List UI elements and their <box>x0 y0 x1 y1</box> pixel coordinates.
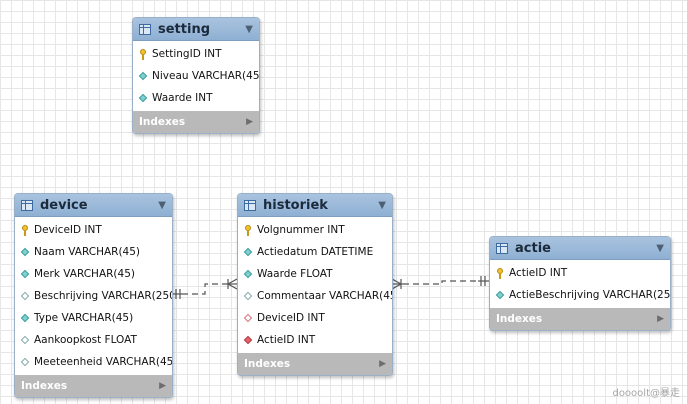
collapse-arrow-icon[interactable]: ▼ <box>158 199 166 211</box>
watermark: doooolt@暴走 <box>612 388 680 399</box>
nullable-column-icon <box>21 357 30 368</box>
indexes-label: Indexes <box>496 313 543 325</box>
column-label: Meeteenheid VARCHAR(45) <box>34 356 173 368</box>
nullable-column-icon <box>21 335 30 346</box>
column-label: Commentaar VARCHAR(45) <box>257 290 393 302</box>
collapse-arrow-icon[interactable]: ▼ <box>656 242 664 254</box>
indexes-bar[interactable]: Indexes ▶ <box>490 308 670 330</box>
table-icon <box>139 23 151 35</box>
column-label: Type VARCHAR(45) <box>34 312 134 324</box>
column-row[interactable]: ActieID INT <box>238 329 392 351</box>
column-icon <box>21 313 30 324</box>
column-row[interactable]: Merk VARCHAR(45) <box>15 263 172 285</box>
table-icon <box>21 199 33 211</box>
expand-arrow-icon[interactable]: ▶ <box>159 381 166 391</box>
relationship-actie-historiek[interactable] <box>391 276 489 290</box>
column-row[interactable]: DeviceID INT <box>15 219 172 241</box>
column-label: Merk VARCHAR(45) <box>34 268 135 280</box>
column-label: Aankoopkost FLOAT <box>34 334 137 346</box>
primary-key-icon <box>139 48 148 60</box>
column-label: Volgnummer INT <box>257 224 345 236</box>
table-title: device <box>40 197 88 213</box>
column-row[interactable]: Meeteenheid VARCHAR(45) <box>15 351 172 373</box>
table-device[interactable]: device ▼ DeviceID INT Naam VARCHAR(45) Mer… <box>14 193 173 398</box>
table-icon <box>244 199 256 211</box>
indexes-label: Indexes <box>244 358 291 370</box>
column-row[interactable]: Waarde FLOAT <box>238 263 392 285</box>
table-actie[interactable]: actie ▼ ActieID INT ActieBeschrijving VAR… <box>489 236 671 331</box>
column-label: Actiedatum DATETIME <box>257 246 374 258</box>
column-label: Niveau VARCHAR(45) <box>152 70 260 82</box>
column-icon <box>21 247 30 258</box>
column-label: ActieID INT <box>257 334 316 346</box>
column-label: Waarde FLOAT <box>257 268 333 280</box>
table-header[interactable]: device ▼ <box>15 194 172 217</box>
indexes-label: Indexes <box>139 116 186 128</box>
column-row[interactable]: Volgnummer INT <box>238 219 392 241</box>
column-label: Naam VARCHAR(45) <box>34 246 141 258</box>
column-row[interactable]: ActieBeschrijving VARCHAR(250) <box>490 284 670 306</box>
column-row[interactable]: Type VARCHAR(45) <box>15 307 172 329</box>
column-row[interactable]: Niveau VARCHAR(45) <box>133 65 259 87</box>
table-historiek[interactable]: historiek ▼ Volgnummer INT Actiedatum DAT… <box>237 193 393 376</box>
nullable-column-icon <box>244 291 253 302</box>
collapse-arrow-icon[interactable]: ▼ <box>378 199 386 211</box>
table-icon <box>496 242 508 254</box>
table-title: setting <box>158 21 210 37</box>
column-list: SettingID INT Niveau VARCHAR(45) Waarde IN… <box>133 41 259 111</box>
expand-arrow-icon[interactable]: ▶ <box>657 314 664 324</box>
indexes-bar[interactable]: Indexes ▶ <box>133 111 259 133</box>
column-icon <box>139 93 148 104</box>
column-row[interactable]: SettingID INT <box>133 43 259 65</box>
indexes-bar[interactable]: Indexes ▶ <box>15 375 172 397</box>
table-header[interactable]: historiek ▼ <box>238 194 392 217</box>
column-list: Volgnummer INT Actiedatum DATETIME Waarde … <box>238 217 392 353</box>
column-label: ActieID INT <box>509 267 568 279</box>
column-row[interactable]: DeviceID INT <box>238 307 392 329</box>
column-row[interactable]: ActieID INT <box>490 262 670 284</box>
column-icon <box>244 269 253 280</box>
column-icon <box>139 71 148 82</box>
column-row[interactable]: Aankoopkost FLOAT <box>15 329 172 351</box>
column-row[interactable]: Waarde INT <box>133 87 259 109</box>
relationship-device-historiek[interactable] <box>172 278 238 299</box>
primary-key-icon <box>496 267 505 279</box>
primary-key-icon <box>21 224 30 236</box>
collapse-arrow-icon[interactable]: ▼ <box>245 23 253 35</box>
column-label: Waarde INT <box>152 92 213 104</box>
table-title: actie <box>515 240 551 256</box>
column-label: ActieBeschrijving VARCHAR(250) <box>509 289 671 301</box>
column-label: DeviceID INT <box>34 224 102 236</box>
indexes-label: Indexes <box>21 380 68 392</box>
column-icon <box>244 247 253 258</box>
column-row[interactable]: Naam VARCHAR(45) <box>15 241 172 263</box>
table-header[interactable]: actie ▼ <box>490 237 670 260</box>
table-setting[interactable]: setting ▼ SettingID INT Niveau VARCHAR(45… <box>132 17 260 134</box>
foreign-key-nullable-icon <box>244 313 253 324</box>
column-icon <box>21 269 30 280</box>
column-row[interactable]: Actiedatum DATETIME <box>238 241 392 263</box>
column-list: ActieID INT ActieBeschrijving VARCHAR(250… <box>490 260 670 308</box>
column-label: SettingID INT <box>152 48 222 60</box>
expand-arrow-icon[interactable]: ▶ <box>379 359 386 369</box>
expand-arrow-icon[interactable]: ▶ <box>246 117 253 127</box>
column-row[interactable]: Beschrijving VARCHAR(250) <box>15 285 172 307</box>
primary-key-icon <box>244 224 253 236</box>
column-label: DeviceID INT <box>257 312 325 324</box>
column-row[interactable]: Commentaar VARCHAR(45) <box>238 285 392 307</box>
indexes-bar[interactable]: Indexes ▶ <box>238 353 392 375</box>
nullable-column-icon <box>21 291 30 302</box>
column-icon <box>496 290 505 301</box>
column-list: DeviceID INT Naam VARCHAR(45) Merk VARCHAR… <box>15 217 172 375</box>
table-title: historiek <box>263 197 328 213</box>
table-header[interactable]: setting ▼ <box>133 18 259 41</box>
column-label: Beschrijving VARCHAR(250) <box>34 290 173 302</box>
foreign-key-icon <box>244 335 253 346</box>
